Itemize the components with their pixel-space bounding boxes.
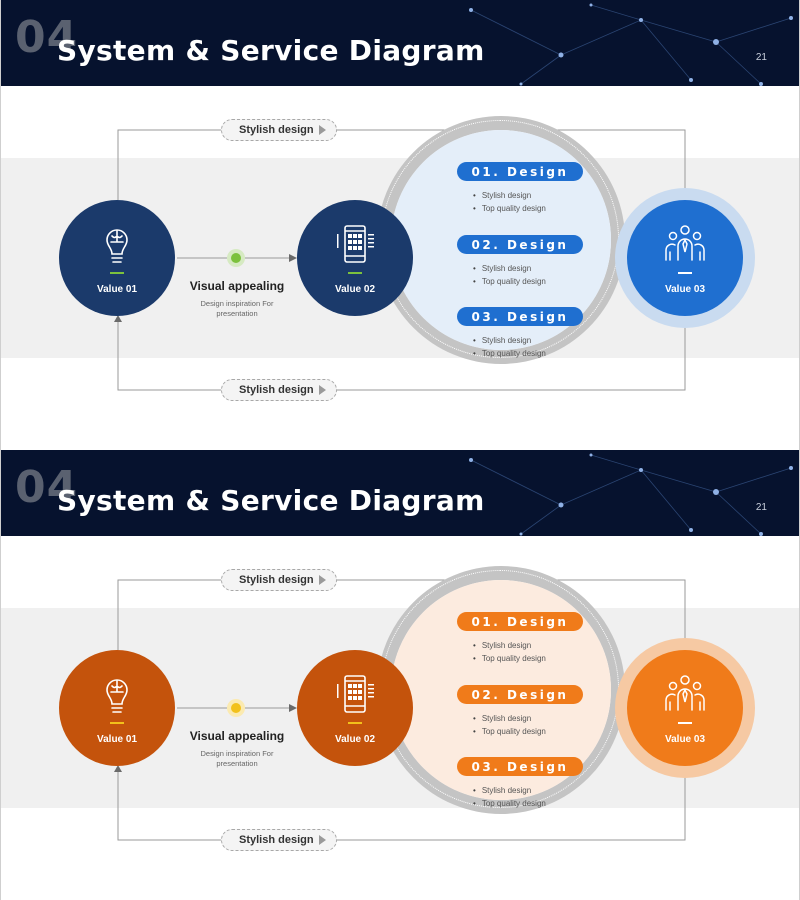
bullet: Top quality design xyxy=(473,348,546,361)
slide-header: 04 System & Service Diagram 21 xyxy=(1,0,799,86)
bullet: Stylish design xyxy=(473,335,546,348)
node-label: Value 02 xyxy=(334,284,376,295)
node-value-01: Value 01 xyxy=(59,650,175,766)
node-value-02: Value 02 xyxy=(297,200,413,316)
bullet: Top quality design xyxy=(473,203,546,216)
design-item-01-title: 01. Design xyxy=(457,612,583,631)
bottom-pill-label: Stylish design xyxy=(239,384,314,396)
section-number: 04 xyxy=(15,462,79,513)
play-triangle-icon xyxy=(319,125,326,135)
bullet: Stylish design xyxy=(473,640,546,653)
accent-bar xyxy=(110,722,124,724)
mobile-app-icon xyxy=(337,675,374,713)
mobile-app-icon xyxy=(337,225,374,263)
middle-title: Visual appealing xyxy=(189,279,285,293)
network-background-graphic xyxy=(469,453,793,536)
middle-subtitle-2: presentation xyxy=(216,759,258,768)
bullet: Stylish design xyxy=(473,713,546,726)
section-number: 04 xyxy=(15,12,79,63)
design-item-03-bullets: Stylish design Top quality design xyxy=(473,785,546,810)
play-triangle-icon xyxy=(319,575,326,585)
play-triangle-icon xyxy=(319,385,326,395)
accent-bar xyxy=(110,272,124,274)
slide-header: 04 System & Service Diagram 21 xyxy=(1,450,799,536)
top-pill: Stylish design xyxy=(221,569,337,591)
node-label: Value 01 xyxy=(96,284,138,295)
node-label: Value 01 xyxy=(96,734,138,745)
bullet: Top quality design xyxy=(473,798,546,811)
design-item-01-bullets: Stylish design Top quality design xyxy=(473,640,546,665)
bullet: Stylish design xyxy=(473,263,546,276)
accent-bar xyxy=(348,722,362,724)
middle-subtitle-1: Design inspiration For xyxy=(200,299,274,308)
bullet: Top quality design xyxy=(473,276,546,289)
top-pill-label: Stylish design xyxy=(239,124,314,136)
node-value-01: Value 01 xyxy=(59,200,175,316)
bottom-pill-label: Stylish design xyxy=(239,834,314,846)
bottom-pill: Stylish design xyxy=(221,829,337,851)
slide-blue: 04 System & Service Diagram 21 Stylish d… xyxy=(0,0,800,450)
design-item-02-bullets: Stylish design Top quality design xyxy=(473,713,546,738)
node-value-02: Value 02 xyxy=(297,650,413,766)
bullet: Top quality design xyxy=(473,653,546,666)
team-people-icon xyxy=(665,225,705,261)
middle-dot xyxy=(231,703,241,713)
design-item-01-title: 01. Design xyxy=(457,162,583,181)
design-item-02-title: 02. Design xyxy=(457,685,583,704)
slide-title: System & Service Diagram xyxy=(57,34,485,67)
node-value-03: Value 03 xyxy=(627,200,743,316)
accent-bar xyxy=(348,272,362,274)
bullet: Stylish design xyxy=(473,190,546,203)
play-triangle-icon xyxy=(319,835,326,845)
design-item-01-bullets: Stylish design Top quality design xyxy=(473,190,546,215)
design-item-03-title: 03. Design xyxy=(457,757,583,776)
middle-subtitle-1: Design inspiration For xyxy=(200,749,274,758)
network-background-graphic xyxy=(469,3,793,86)
middle-title: Visual appealing xyxy=(189,729,285,743)
lightbulb-brain-icon xyxy=(106,229,128,263)
page-number: 21 xyxy=(755,52,767,63)
design-item-02-title: 02. Design xyxy=(457,235,583,254)
accent-bar xyxy=(678,272,692,274)
lightbulb-brain-icon xyxy=(106,679,128,713)
node-label: Value 02 xyxy=(334,734,376,745)
node-label: Value 03 xyxy=(664,284,706,295)
node-value-03: Value 03 xyxy=(627,650,743,766)
bullet: Stylish design xyxy=(473,785,546,798)
design-item-03-title: 03. Design xyxy=(457,307,583,326)
bullet: Top quality design xyxy=(473,726,546,739)
accent-bar xyxy=(678,722,692,724)
middle-subtitle-2: presentation xyxy=(216,309,258,318)
team-people-icon xyxy=(665,675,705,711)
top-pill-label: Stylish design xyxy=(239,574,314,586)
node-label: Value 03 xyxy=(664,734,706,745)
page-number: 21 xyxy=(755,502,767,513)
design-item-02-bullets: Stylish design Top quality design xyxy=(473,263,546,288)
bottom-pill: Stylish design xyxy=(221,379,337,401)
design-item-03-bullets: Stylish design Top quality design xyxy=(473,335,546,360)
slide-title: System & Service Diagram xyxy=(57,484,485,517)
top-pill: Stylish design xyxy=(221,119,337,141)
middle-dot xyxy=(231,253,241,263)
slide-orange: 04 System & Service Diagram 21 Stylish d… xyxy=(0,450,800,900)
